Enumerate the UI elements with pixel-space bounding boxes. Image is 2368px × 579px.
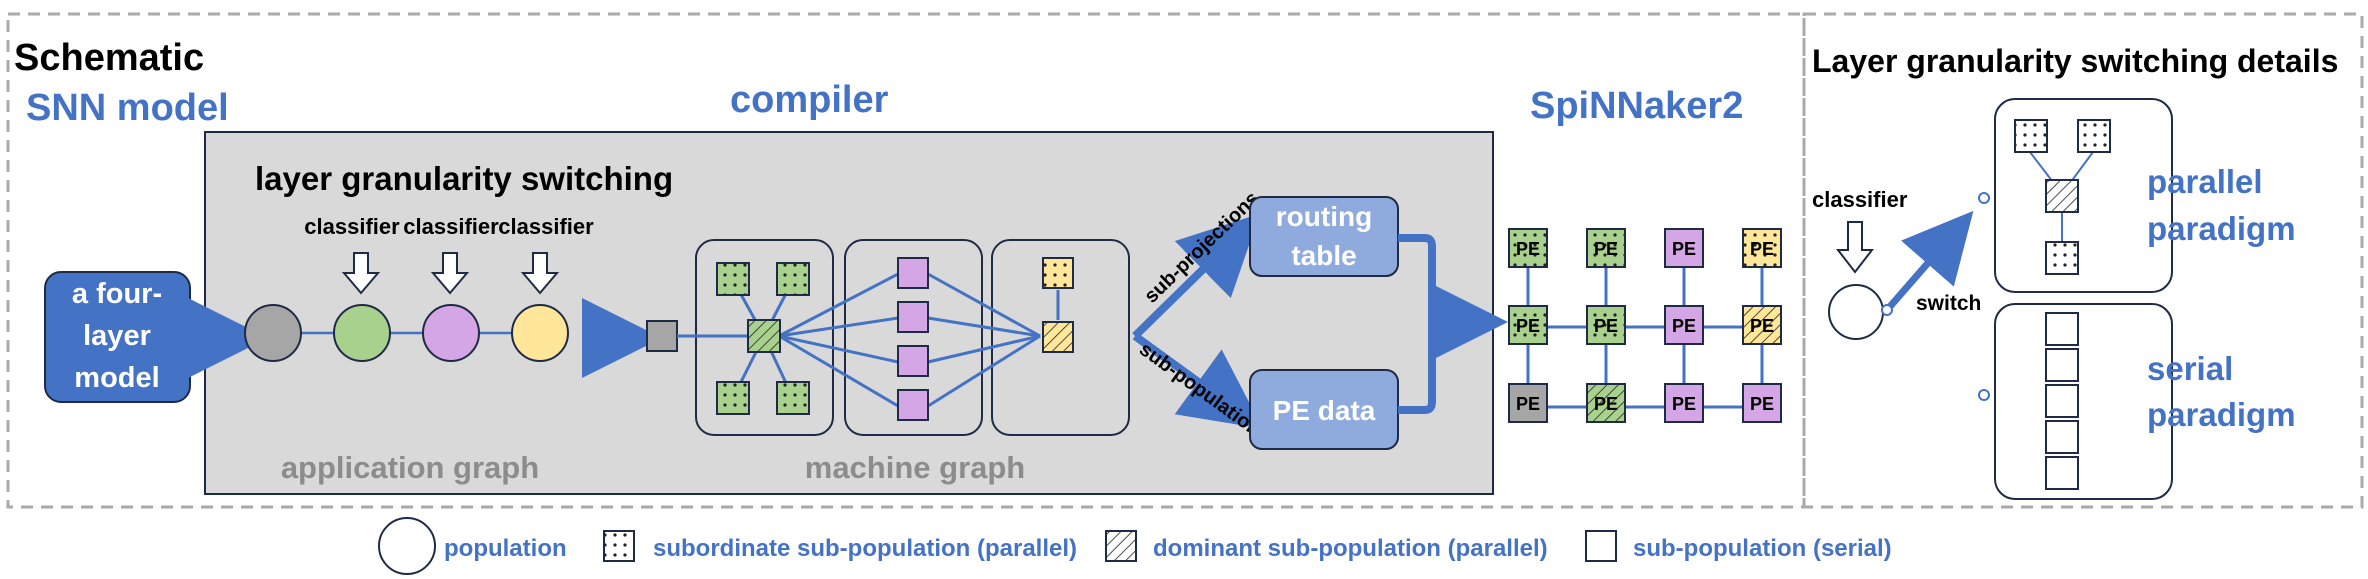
- population-purple: [422, 304, 480, 362]
- snn-model-title: SNN model: [26, 87, 229, 129]
- pe-data-label: PE data: [1273, 395, 1376, 426]
- compiler-title: compiler: [730, 79, 889, 121]
- model-line3: model: [74, 362, 159, 394]
- pe-cell-pattern: [1586, 383, 1626, 423]
- parallel-line2: paradigm: [2147, 210, 2296, 247]
- details-down-arrow-icon: [1835, 221, 1875, 274]
- pe-cell: [1742, 383, 1782, 423]
- pe-cell: [1664, 228, 1704, 268]
- group1-subpops: [716, 262, 810, 415]
- legend-population-icon: [378, 517, 436, 575]
- legend-serial: sub-population (serial): [1633, 535, 1892, 562]
- details-population-circle: [1828, 284, 1884, 340]
- details-classifier-label: classifier: [1812, 187, 1908, 212]
- routing-line1: routing: [1276, 201, 1372, 232]
- down-arrow-icon: [520, 252, 560, 295]
- switch-pivot: [1881, 304, 1893, 316]
- machine-group-2: [844, 239, 983, 436]
- pe-cell-pattern: [1742, 228, 1782, 268]
- group2-subpops: [897, 257, 929, 421]
- down-arrow-icon: [341, 252, 381, 295]
- layer-switching-title: layer granularity switching: [255, 160, 673, 197]
- legend-dominant: dominant sub-population (parallel): [1153, 535, 1548, 562]
- schematic-frame: [6, 12, 1806, 509]
- group3-subpops: [1042, 257, 1074, 353]
- pe-cell: [1508, 383, 1548, 423]
- pe-grid: PE PE PE PE PE PE PE PE PE PE PE PE: [1508, 228, 1782, 423]
- pe-cell-label: PE: [1672, 316, 1696, 336]
- pe-cell-pattern: [1508, 228, 1548, 268]
- routing-connector: [1398, 234, 1436, 317]
- population-gray: [244, 304, 302, 362]
- classifier-label-2: classifier: [403, 214, 499, 239]
- legend-subordinate: subordinate sub-population (parallel): [653, 535, 1077, 562]
- legend-subordinate-icon: [603, 530, 635, 562]
- details-frame: [1802, 12, 2364, 509]
- serial-subpops: [2045, 312, 2079, 490]
- pe-cell-label: PE: [1594, 316, 1618, 336]
- routing-line2: table: [1291, 240, 1356, 271]
- switch-arrow: [1884, 210, 1974, 313]
- pe-cell-label: PE: [1516, 239, 1540, 259]
- pe-cell-label: PE: [1516, 316, 1540, 336]
- pe-grid-links: [1526, 265, 1764, 409]
- pe-cell-pattern: [1586, 228, 1626, 268]
- pe-cell-label: PE: [1750, 394, 1774, 414]
- switch-label: switch: [1916, 292, 1981, 315]
- pe-data-connector: [1398, 330, 1436, 414]
- population-green: [333, 304, 391, 362]
- serial-line1: serial: [2147, 350, 2233, 387]
- model-line2: layer: [83, 320, 151, 352]
- gray-subpop: [646, 320, 678, 352]
- pe-cell: [1664, 383, 1704, 423]
- details-title: Layer granularity switching details: [1812, 43, 2338, 79]
- serial-terminal: [1978, 389, 1990, 401]
- parallel-subpops: [2014, 119, 2111, 275]
- serial-line2: paradigm: [2147, 396, 2296, 433]
- spinnaker2-title: SpiNNaker2: [1530, 85, 1743, 127]
- pe-cell-pattern: [1508, 305, 1548, 345]
- legend-population: population: [444, 535, 567, 562]
- pe-cell-pattern: [1742, 305, 1782, 345]
- machine-graph-label: machine graph: [805, 450, 1026, 485]
- classifier-label-3: classifier: [498, 214, 594, 239]
- parallel-group: [1994, 98, 2173, 293]
- pe-cell-label: PE: [1516, 394, 1540, 414]
- legend-dominant-icon: [1105, 530, 1137, 562]
- schematic-title: Schematic: [14, 37, 204, 79]
- model-line1: a four-: [72, 278, 162, 310]
- pe-cell-pattern: [1586, 305, 1626, 345]
- pe-cell-label: PE: [1750, 239, 1774, 259]
- population-yellow: [511, 304, 569, 362]
- machine-group-3: [991, 239, 1130, 436]
- pe-cell-label: PE: [1594, 239, 1618, 259]
- pe-cell-label: PE: [1594, 394, 1618, 414]
- serial-group: [1994, 303, 2173, 500]
- pe-cell-label: PE: [1750, 316, 1774, 336]
- sub-projections-arrow: [1132, 213, 1260, 339]
- classifier-arrows: [341, 252, 560, 295]
- sub-populations-arrow: [1132, 332, 1263, 429]
- parallel-line1: parallel: [2147, 163, 2263, 200]
- pe-cell-label: PE: [1672, 239, 1696, 259]
- pe-cell-label: PE: [1672, 394, 1696, 414]
- down-arrow-icon: [430, 252, 470, 295]
- parallel-terminal: [1978, 192, 1990, 204]
- pe-cell: [1664, 305, 1704, 345]
- classifier-label-1: classifier: [304, 214, 400, 239]
- legend-serial-icon: [1585, 530, 1617, 562]
- application-graph-label: application graph: [281, 450, 539, 485]
